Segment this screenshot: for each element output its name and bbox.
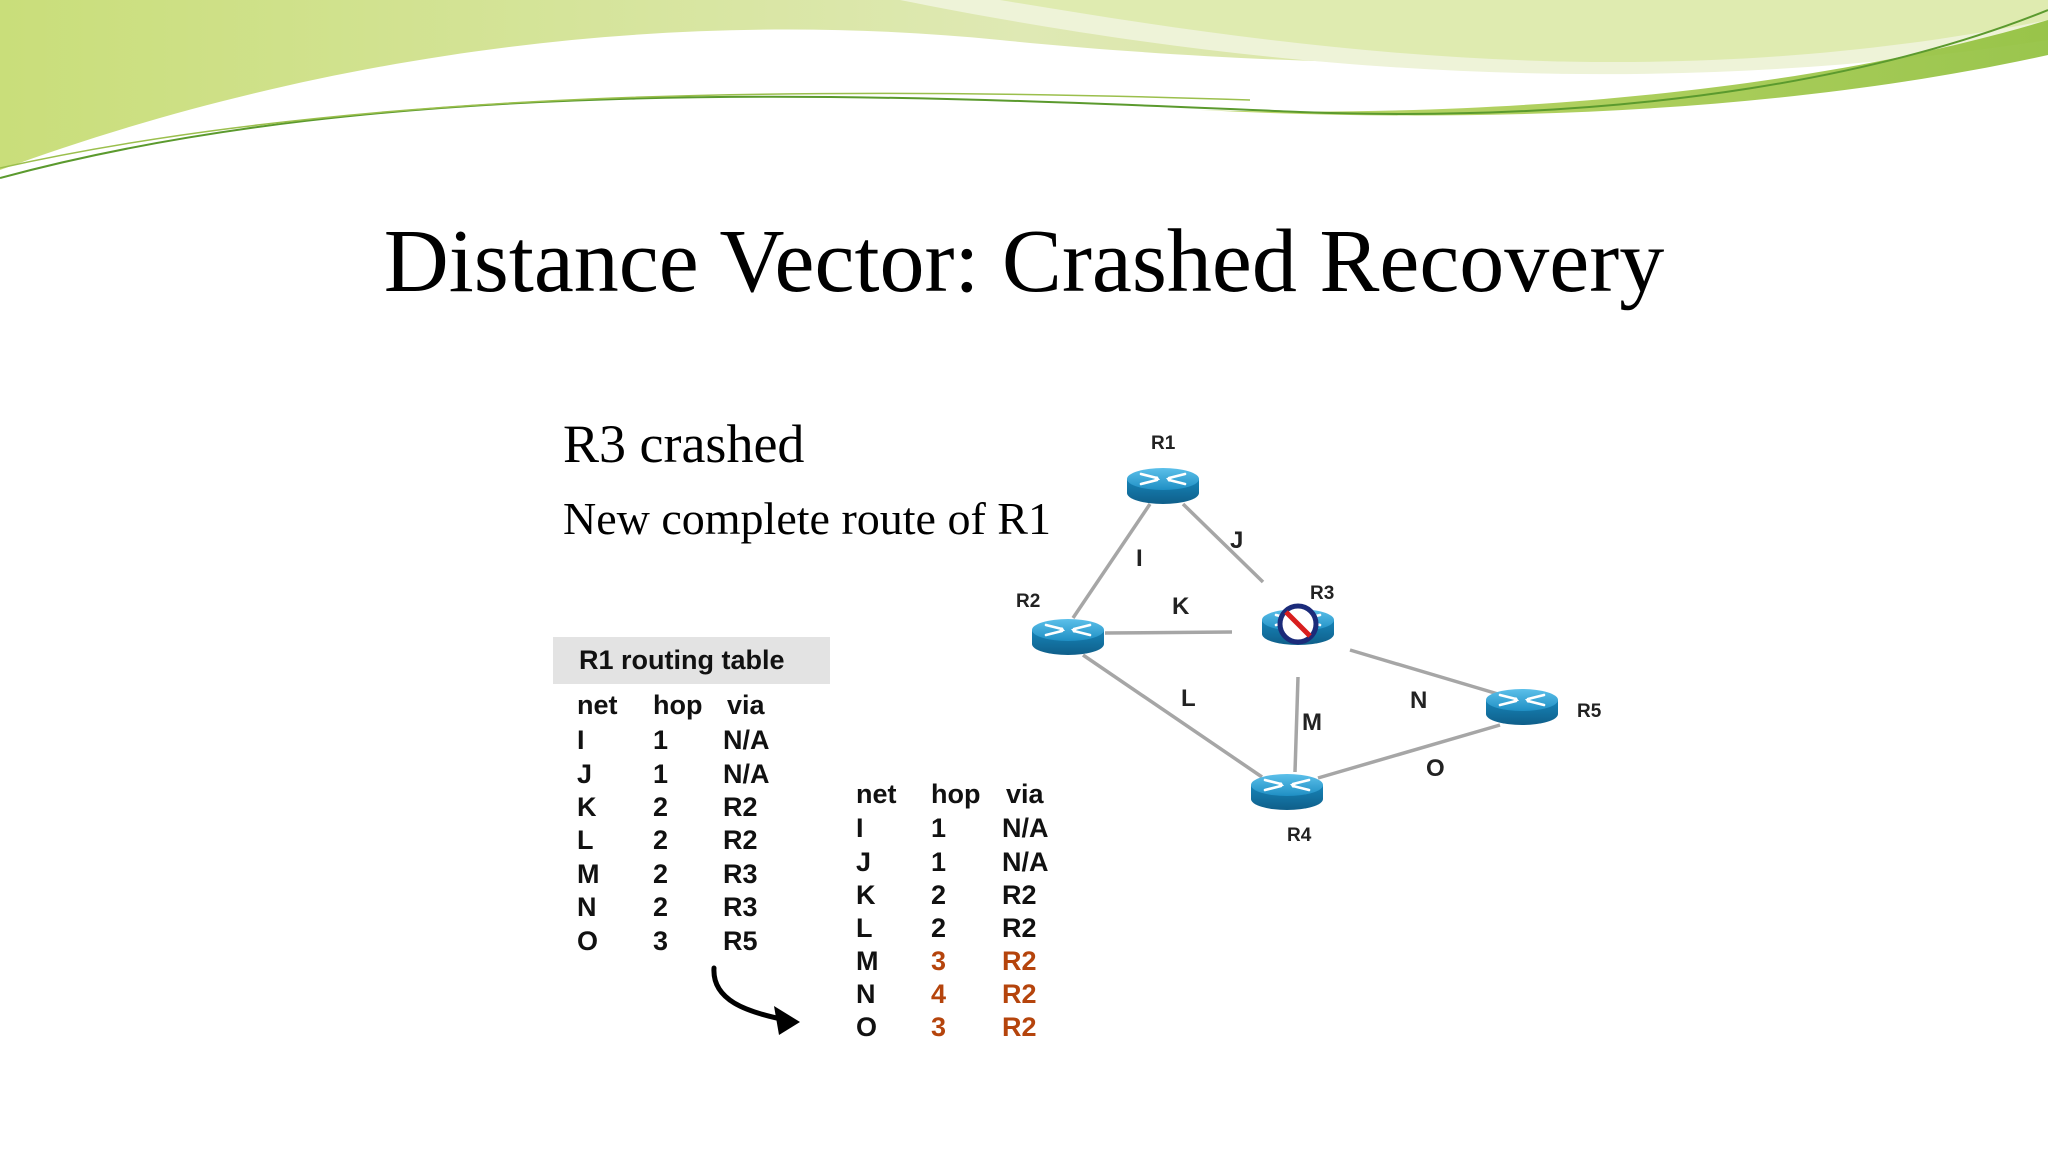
cell-hop: 2 xyxy=(931,913,947,943)
router-label-R4: R4 xyxy=(1287,825,1312,846)
link-O xyxy=(1317,723,1501,780)
link-L xyxy=(1082,653,1263,779)
cell-net: M xyxy=(577,859,600,889)
cell-via: R3 xyxy=(723,859,758,889)
subtitle-crash: R3 crashed xyxy=(563,414,805,474)
cell-net: L xyxy=(577,825,594,855)
link-J xyxy=(1181,502,1265,584)
column-header-net: net xyxy=(577,690,618,720)
cell-net: O xyxy=(577,926,599,956)
cell-via: N/A xyxy=(723,725,770,755)
header-banner xyxy=(0,0,2048,179)
cell-net: L xyxy=(856,913,873,943)
crashed-icon xyxy=(1277,603,1319,645)
cell-net: K xyxy=(856,880,876,910)
link-K xyxy=(1104,630,1233,635)
link-label-L: L xyxy=(1181,685,1196,712)
link-label-I: I xyxy=(1136,545,1143,572)
cell-hop: 4 xyxy=(931,979,947,1009)
cell-via: R2 xyxy=(723,792,758,822)
link-label-N: N xyxy=(1410,687,1427,714)
router-R5-icon xyxy=(1484,687,1560,727)
cell-hop: 2 xyxy=(653,792,669,822)
router-R2-icon xyxy=(1030,617,1106,657)
cell-hop: 3 xyxy=(931,1012,947,1042)
cell-net: N xyxy=(577,892,597,922)
cell-via: R5 xyxy=(723,926,758,956)
cell-hop: 3 xyxy=(653,926,669,956)
cell-via: N/A xyxy=(723,759,770,789)
cell-via: N/A xyxy=(1002,847,1049,877)
cell-hop: 1 xyxy=(931,813,947,843)
column-header-via: via xyxy=(1006,779,1044,809)
slide-title: Distance Vector: Crashed Recovery xyxy=(383,212,1665,311)
cell-via: R2 xyxy=(1002,913,1037,943)
cell-via: R2 xyxy=(1002,880,1037,910)
cell-hop: 2 xyxy=(931,880,947,910)
cell-net: O xyxy=(856,1012,878,1042)
cell-net: I xyxy=(577,725,585,755)
cell-via: R3 xyxy=(723,892,758,922)
router-label-R5: R5 xyxy=(1577,701,1602,722)
router-R4-icon xyxy=(1249,772,1325,812)
link-label-M: M xyxy=(1302,709,1322,736)
cell-hop: 2 xyxy=(653,859,669,889)
column-header-hop: hop xyxy=(931,779,981,809)
cell-hop: 1 xyxy=(931,847,947,877)
router-R1-icon xyxy=(1125,466,1201,506)
cell-net: J xyxy=(577,759,593,789)
transition-arrow-icon xyxy=(711,965,800,1035)
router-label-R3: R3 xyxy=(1310,583,1334,604)
cell-net: K xyxy=(577,792,597,822)
cell-net: N xyxy=(856,979,876,1009)
link-I xyxy=(1071,503,1152,619)
column-header-via: via xyxy=(727,690,765,720)
cell-hop: 2 xyxy=(653,825,669,855)
cell-net: J xyxy=(856,847,872,877)
column-header-hop: hop xyxy=(653,690,703,720)
cell-net: M xyxy=(856,946,879,976)
cell-hop: 1 xyxy=(653,725,669,755)
link-N xyxy=(1349,648,1499,696)
column-header-net: net xyxy=(856,779,897,809)
cell-hop: 3 xyxy=(931,946,947,976)
link-label-O: O xyxy=(1426,755,1445,782)
cell-hop: 1 xyxy=(653,759,669,789)
link-label-J: J xyxy=(1230,527,1243,554)
cell-via: R2 xyxy=(1002,1012,1037,1042)
router-label-R2: R2 xyxy=(1016,591,1040,612)
cell-via: R2 xyxy=(1002,946,1037,976)
cell-hop: 2 xyxy=(653,892,669,922)
link-label-K: K xyxy=(1172,593,1190,620)
subtitle-route: New complete route of R1 xyxy=(563,493,1051,544)
cell-via: R2 xyxy=(1002,979,1037,1009)
router-label-R1: R1 xyxy=(1151,433,1176,454)
cell-via: R2 xyxy=(723,825,758,855)
routing-table-header: R1 routing table xyxy=(553,637,830,684)
link-M xyxy=(1293,676,1300,773)
cell-via: N/A xyxy=(1002,813,1049,843)
cell-net: I xyxy=(856,813,864,843)
